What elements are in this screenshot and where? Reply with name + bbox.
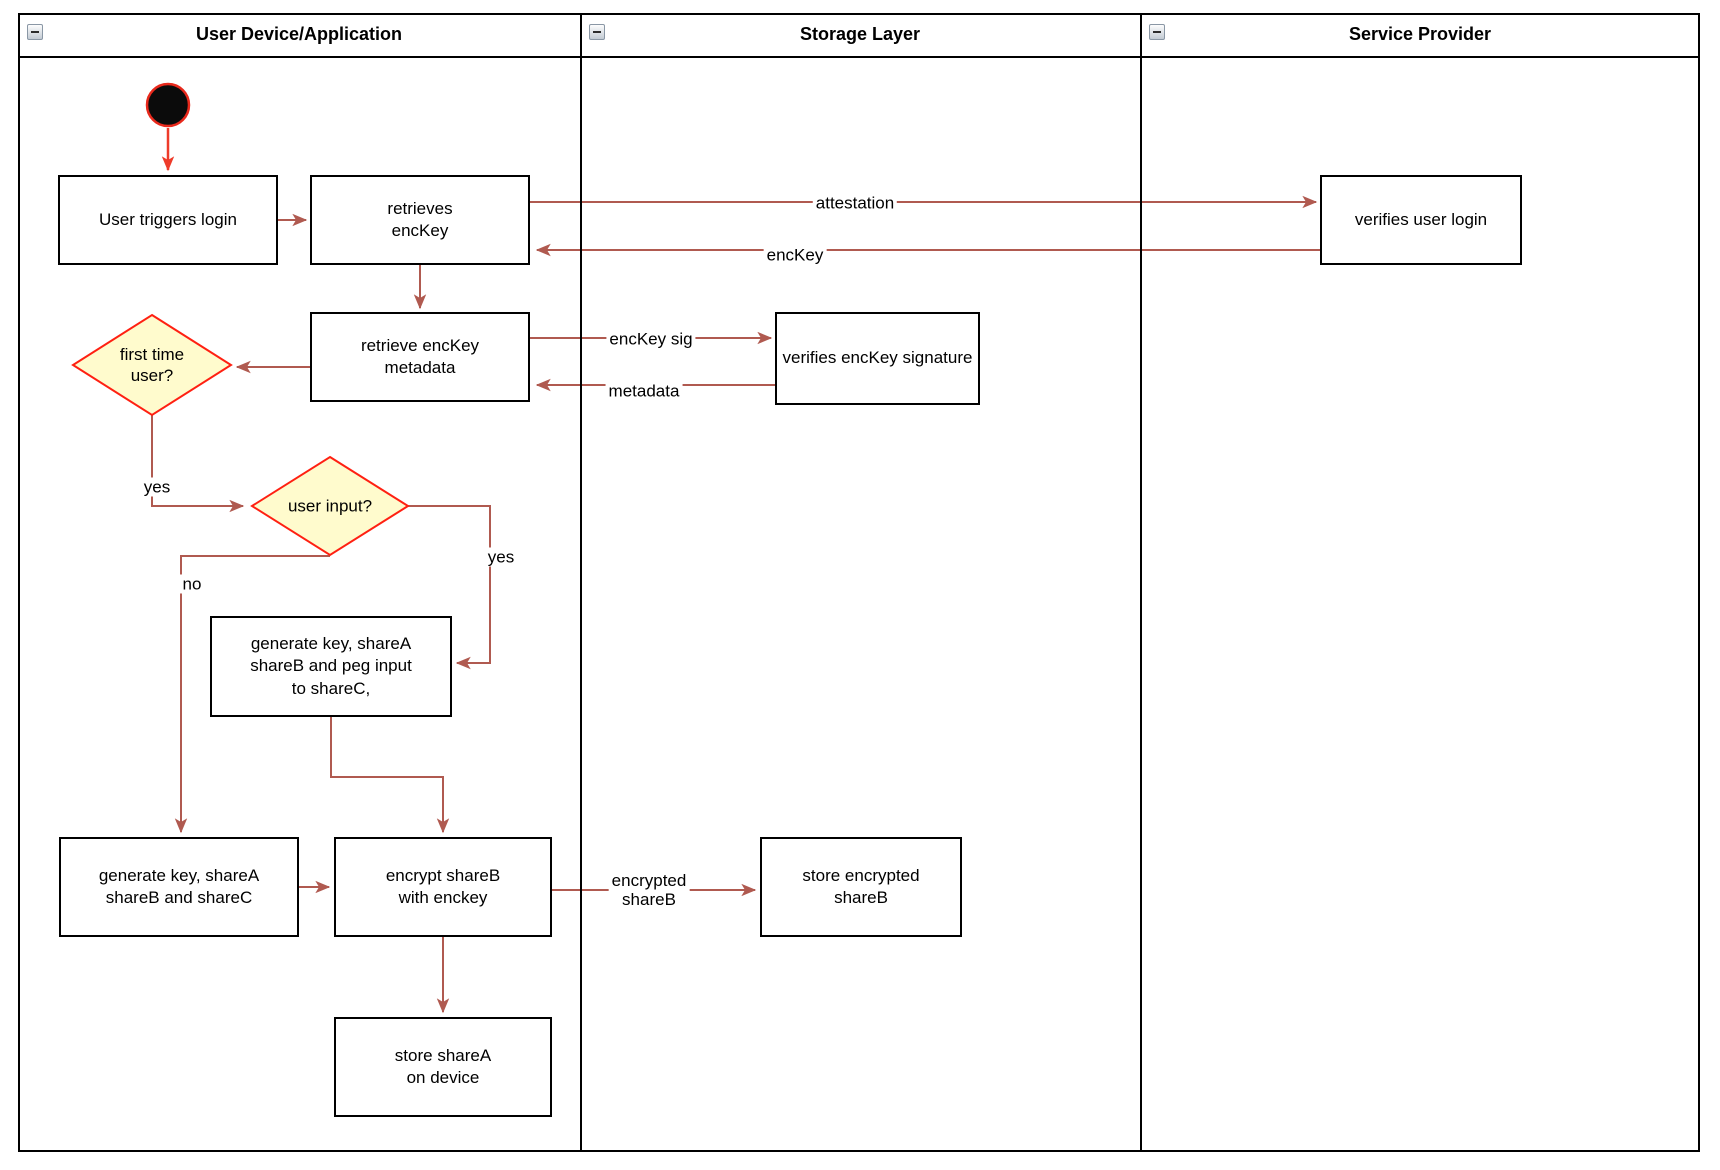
node-store-encrypted-shareb: store encrypted shareB bbox=[760, 837, 962, 937]
minus-glyph bbox=[593, 31, 601, 33]
node-retrieve-enckey-metadata: retrieve encKey metadata bbox=[310, 312, 530, 402]
node-label: verifies encKey signature bbox=[782, 348, 973, 368]
node-generate-key-peg-input: generate key, shareA shareB and peg inpu… bbox=[210, 616, 452, 717]
decision-label-first-time-user: first time user? bbox=[119, 344, 185, 385]
edge-firsttime-yes bbox=[151, 415, 245, 513]
node-user-triggers-login: User triggers login bbox=[58, 175, 278, 265]
edge-label-attestation: attestation bbox=[812, 193, 898, 213]
node-verifies-enckey-signature: verifies encKey signature bbox=[775, 312, 980, 405]
node-label: encrypt shareB with enckey bbox=[385, 865, 501, 907]
collapse-lane-icon[interactable] bbox=[27, 24, 43, 40]
edge-label-yes-first-time: yes bbox=[140, 477, 174, 497]
decision-first-time-user bbox=[71, 313, 233, 417]
lane-title-storage-layer: Storage Layer bbox=[799, 24, 921, 44]
lane-header-service-provider: Service Provider bbox=[1140, 13, 1700, 58]
edge-label-metadata: metadata bbox=[605, 381, 683, 401]
node-generate-key-abc: generate key, shareA shareB and shareC bbox=[59, 837, 299, 937]
edge-label-no-user-input: no bbox=[179, 574, 205, 594]
initial-node bbox=[145, 82, 191, 128]
decision-label-user-input: user input? bbox=[287, 496, 373, 516]
lane-divider-1 bbox=[580, 13, 582, 1152]
node-label: User triggers login bbox=[99, 209, 237, 229]
node-label: generate key, shareA shareB and shareC bbox=[98, 865, 260, 907]
node-label: retrieve encKey metadata bbox=[360, 335, 480, 377]
decision-user-input bbox=[250, 455, 410, 557]
node-label: generate key, shareA shareB and peg inpu… bbox=[250, 633, 412, 698]
lane-header-user-device: User Device/Application bbox=[18, 13, 580, 58]
minus-glyph bbox=[31, 31, 39, 33]
edge-userinput-yes bbox=[408, 505, 491, 670]
node-store-sharea-on-device: store shareA on device bbox=[334, 1017, 552, 1117]
edge-label-yes-user-input: yes bbox=[484, 547, 518, 567]
node-label: verifies user login bbox=[1354, 209, 1488, 229]
edge-label-encrypted-shareb: encrypted shareB bbox=[608, 870, 690, 910]
edge-peg-to-encrypt bbox=[330, 717, 450, 834]
flow-edges bbox=[151, 195, 1320, 1014]
edge-userinput-no bbox=[174, 555, 330, 834]
node-retrieves-enckey: retrieves encKey bbox=[310, 175, 530, 265]
collapse-lane-icon[interactable] bbox=[589, 24, 605, 40]
collapse-lane-icon[interactable] bbox=[1149, 24, 1165, 40]
lane-title-service-provider: Service Provider bbox=[1348, 24, 1492, 44]
edge-label-enckey: encKey bbox=[763, 245, 827, 265]
node-label: store shareA on device bbox=[394, 1045, 492, 1087]
lane-header-storage-layer: Storage Layer bbox=[580, 13, 1140, 58]
lane-title-user-device: User Device/Application bbox=[195, 24, 403, 44]
node-label: retrieves encKey bbox=[387, 198, 453, 240]
node-verifies-user-login: verifies user login bbox=[1320, 175, 1522, 265]
edge-label-enckey-sig: encKey sig bbox=[606, 329, 696, 349]
node-encrypt-shareb: encrypt shareB with enckey bbox=[334, 837, 552, 937]
lane-divider-2 bbox=[1140, 13, 1142, 1152]
minus-glyph bbox=[1153, 31, 1161, 33]
node-label: store encrypted shareB bbox=[802, 865, 920, 907]
